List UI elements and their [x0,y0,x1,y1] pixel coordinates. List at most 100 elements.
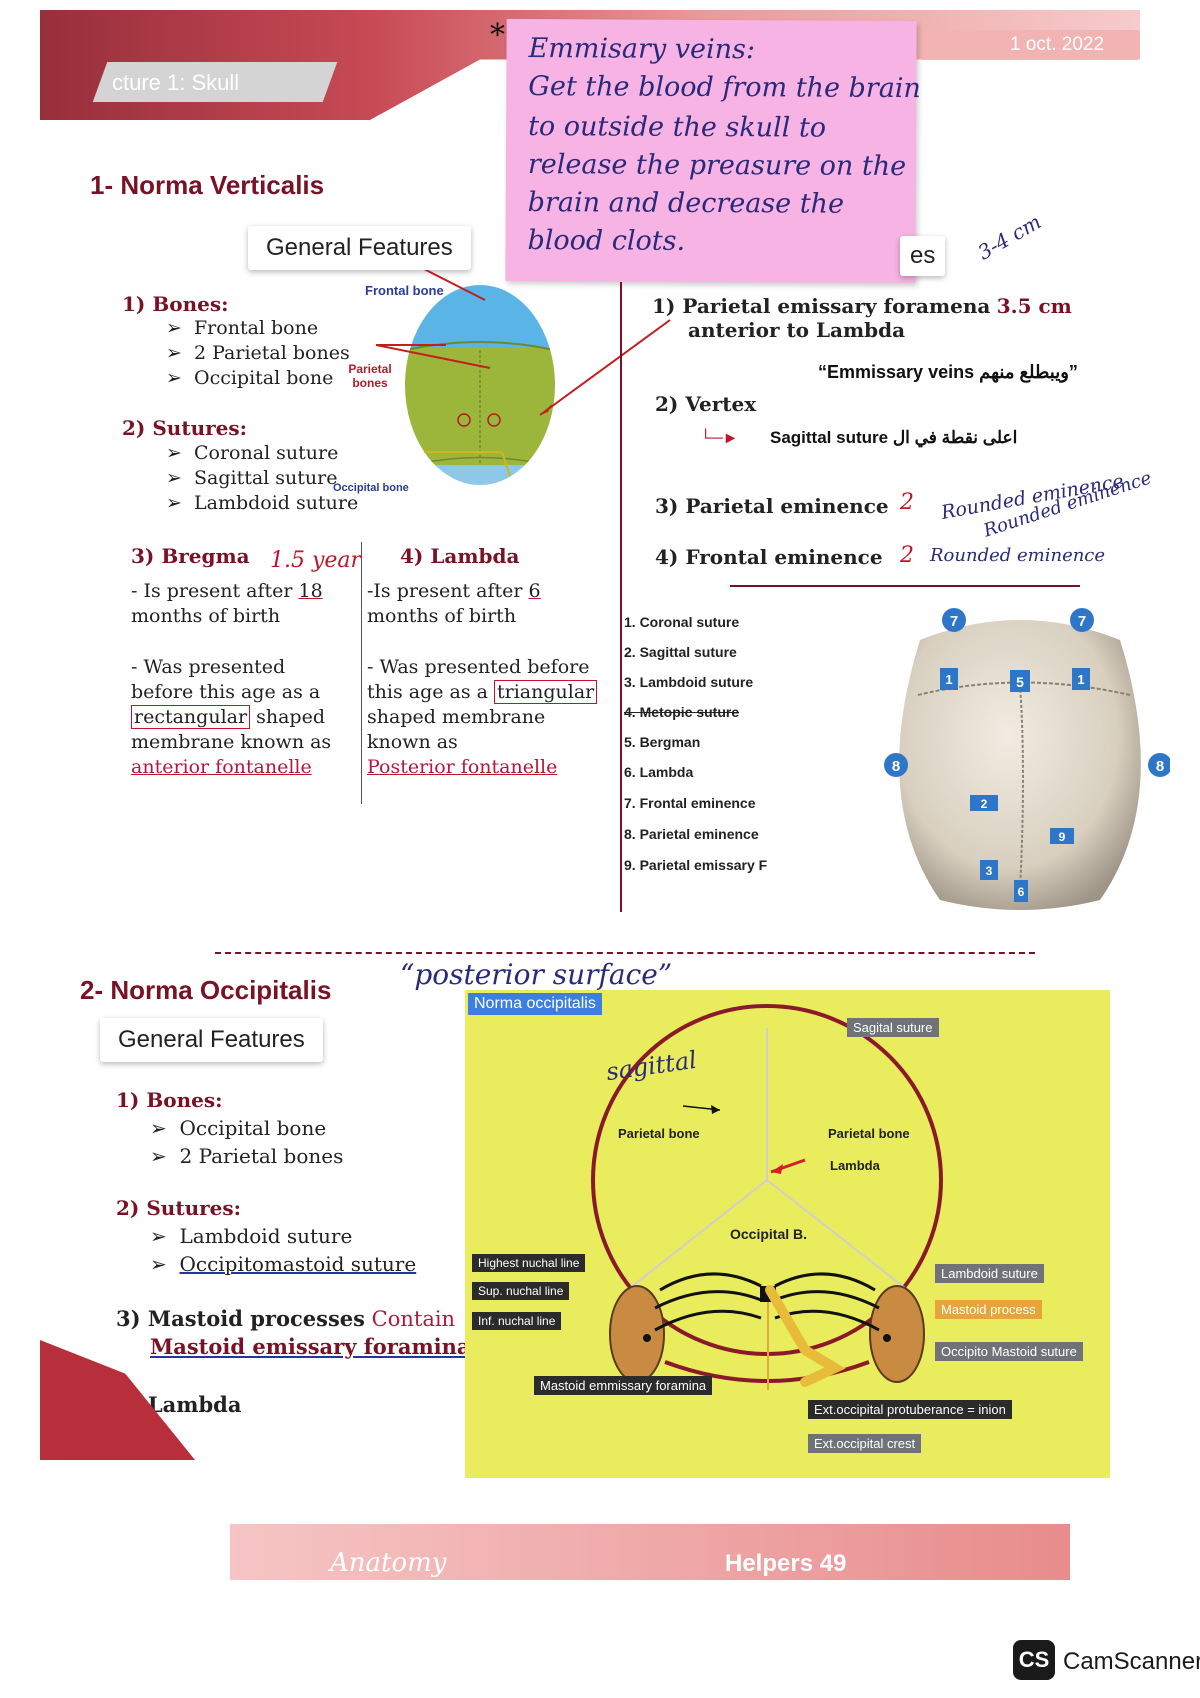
label-occipito-mastoid: Occipito Mastoid suture [935,1342,1083,1361]
footer-helpers: Helpers 49 [725,1550,847,1577]
right-item-1: 1) Parietal emissary foramena 3.5 cm [652,294,1072,318]
occipitalis-diagram [465,990,1110,1478]
anterior-fontanelle: anterior fontanelle [131,756,312,778]
lambda-text: this age as a triangular [367,680,598,704]
vertex-heading: 2) Vertex [655,392,757,416]
date-pill [920,30,1140,60]
center-divider [620,282,622,912]
label-parietal-left: Parietal bone [618,1126,700,1141]
footer-band [230,1524,1070,1580]
general-features-box-right: es [900,236,946,276]
bone-item: ➢ Occipital bone [166,367,334,389]
posterior-fontanelle: Posterior fontanelle [367,756,558,778]
marker-1a: 1 [945,672,952,687]
sutures-heading-2: 2) Sutures: [116,1196,242,1220]
general-features-box: General Features [248,226,471,270]
date-text: 1 oct. 2022 [1010,34,1105,55]
parietal-bones-label: Parietal bones [348,362,392,390]
sticky-line: Get the blood from the brain [528,71,921,105]
section-title-verticalis: 1- Norma Verticalis [90,170,325,200]
diagram-title: Norma occipitalis [468,993,602,1015]
annotation-arrow [539,319,671,416]
bregma-text: - Is present after 18 [131,580,323,602]
footer-anatomy: Anatomy [330,1548,447,1578]
section-title-occipitalis: 2- Norma Occipitalis [80,975,332,1005]
label-mastoid-foramina: Mastoid emmissary foramina [534,1376,713,1395]
lambda-text: known as [367,731,458,753]
vertex-arrow: └─► [700,430,739,447]
bregma-text: before this age as a [131,681,321,703]
suture-item-2: ➢ Occipitomastoid suture [150,1252,417,1276]
frontal-eminence-count: 2 [900,543,914,568]
suture-item: ➢ Coronal suture [166,442,339,464]
list-item: 8. Parietal eminence [624,826,759,842]
cm-note: 3-4 cm [973,209,1046,265]
frontal-eminence: 4) Frontal eminence [655,545,883,569]
bones-heading-2: 1) Bones: [116,1088,223,1112]
bone-item: ➢ 2 Parietal bones [166,342,350,364]
bone-item: ➢ Frontal bone [166,317,319,339]
sutures-heading: 2) Sutures: [122,416,248,440]
star-mark: * [490,18,505,53]
frontal-eminence-note: Rounded eminence [930,545,1106,566]
right-divider [730,585,1080,587]
mastoid-item: 3) Mastoid processes Contain [116,1306,456,1331]
list-item: 2. Sagittal suture [624,644,737,660]
emmissary-veins-note: “Emmissary veins ويبطلع منهم” [818,362,1078,382]
list-item: 7. Frontal eminence [624,795,756,811]
label-lambdoid-suture: Lambdoid suture [935,1264,1044,1283]
label-ext-crest: Ext.occipital crest [808,1434,922,1453]
bregma-text: membrane known as [131,731,332,753]
parietal-eminence-count: 2 [900,490,914,515]
bregma-note: 1.5 year [270,548,362,573]
page-number: Page | 2 [62,1526,126,1545]
label-sup-nuchal: Sup. nuchal line [472,1282,570,1300]
label-sagittal-suture: Sagital suture [847,1018,939,1037]
marker-7b: 7 [1078,613,1086,630]
suture-item: ➢ Sagittal suture [166,467,338,489]
list-item: 6. Lambda [624,764,694,780]
label-mastoid-process: Mastoid process [935,1300,1042,1319]
marker-6: 6 [1018,885,1025,899]
list-item: 5. Bergman [624,734,701,750]
general-features-box-2: General Features [100,1018,323,1062]
posterior-surface-note: “posterior surface” [400,958,673,991]
marker-8b: 8 [1156,758,1164,775]
suture-item-2: ➢ Lambdoid suture [150,1224,353,1248]
bregma-text: months of birth [131,605,281,627]
skull-top-diagram [375,270,555,485]
frontal-bone-label: Frontal bone [365,283,444,298]
occipital-bone-label: Occipital bone [333,482,409,494]
suture-item: ➢ Lambdoid suture [166,492,359,514]
list-item: 3. Lambdoid suture [624,674,754,690]
sticky-line: Emmisary veins: [528,33,756,66]
lecture-title: cture 1: Skull [112,70,240,95]
label-occipital: Occipital B. [730,1226,808,1242]
label-highest-nuchal: Highest nuchal line [472,1254,586,1272]
lambda-text: months of birth [367,605,517,627]
skull-markers: 7 7 8 8 5 1 1 2 9 3 6 [884,608,1170,902]
occipitalis-drawing [591,1004,943,1390]
sticky-line: brain and decrease the [527,187,845,220]
marker-3: 3 [986,864,993,878]
lambda-text: -Is present after 6 [367,580,541,602]
right-item-1-cont: anterior to Lambda [688,318,906,342]
label-lambda: Lambda [830,1158,880,1173]
bones-heading: 1) Bones: [122,292,229,316]
lambda-text: shaped membrane [367,706,546,728]
marker-8a: 8 [892,758,900,775]
marker-2: 2 [981,797,988,811]
bregma-heading: 3) Bregma [131,544,250,568]
label-inf-nuchal: Inf. nuchal line [472,1312,562,1330]
sticky-line: to outside the skull to [528,111,827,144]
parietal-eminence: 3) Parietal eminence [655,494,889,518]
bone-item-2: ➢ Occipital bone [150,1116,327,1140]
column-divider [361,542,362,804]
vertex-note: Sagittal suture اعلى نقطة في ال [770,428,1018,447]
lambda-heading: 4) Lambda [400,544,520,568]
section-separator [215,952,1035,954]
sticky-note: Emmisary veins: Get the blood from the b… [505,18,921,284]
label-parietal-right: Parietal bone [828,1126,910,1141]
marker-9: 9 [1059,830,1066,844]
list-item: 1. Coronal suture [624,614,740,630]
